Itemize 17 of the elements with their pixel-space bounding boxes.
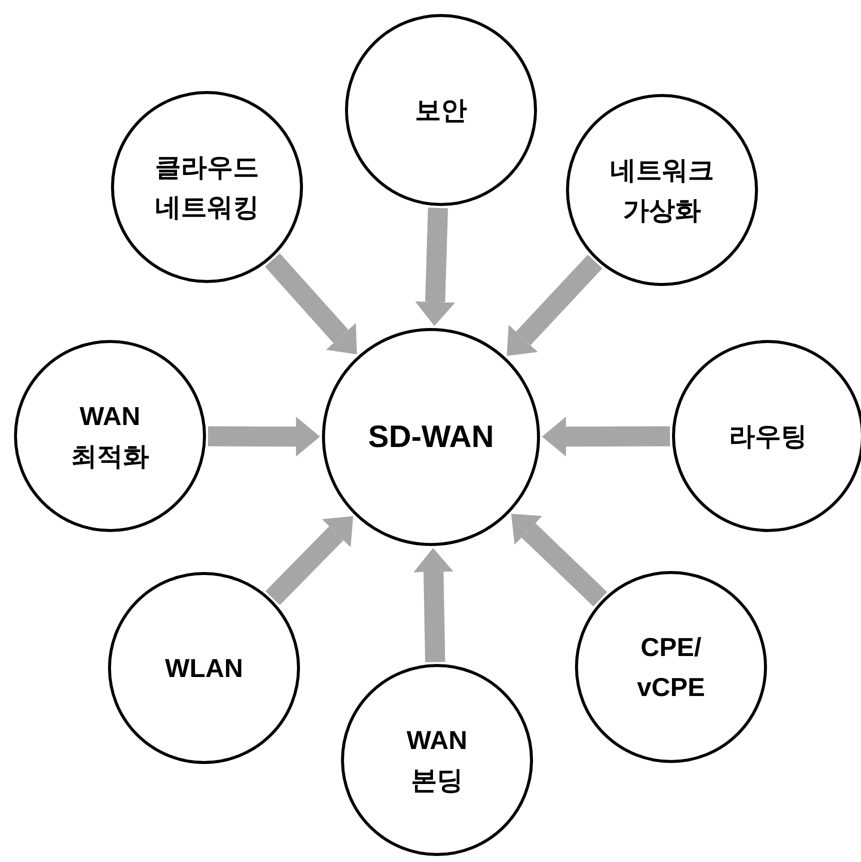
block-arrow [542, 416, 670, 457]
topic-label: WLAN [164, 652, 244, 685]
block-arrow [415, 208, 456, 326]
topic-label: WAN 최적화 [70, 400, 150, 473]
block-arrow [511, 514, 608, 606]
topic-label: 보안 [414, 94, 468, 127]
block-arrow [414, 548, 454, 662]
topic-label: SD-WAN [367, 418, 495, 456]
topic-label: CPE/ vCPE [636, 630, 706, 704]
topic-label: 네트워크 가상화 [609, 154, 715, 227]
block-arrow [266, 516, 354, 606]
topic-label: WAN 본딩 [406, 724, 468, 797]
block-arrow [264, 253, 357, 354]
topic-label: 라우팅 [728, 420, 808, 453]
block-arrow [208, 416, 320, 457]
block-arrow [506, 254, 602, 356]
topic-label: 클라우드 네트워킹 [154, 150, 260, 224]
